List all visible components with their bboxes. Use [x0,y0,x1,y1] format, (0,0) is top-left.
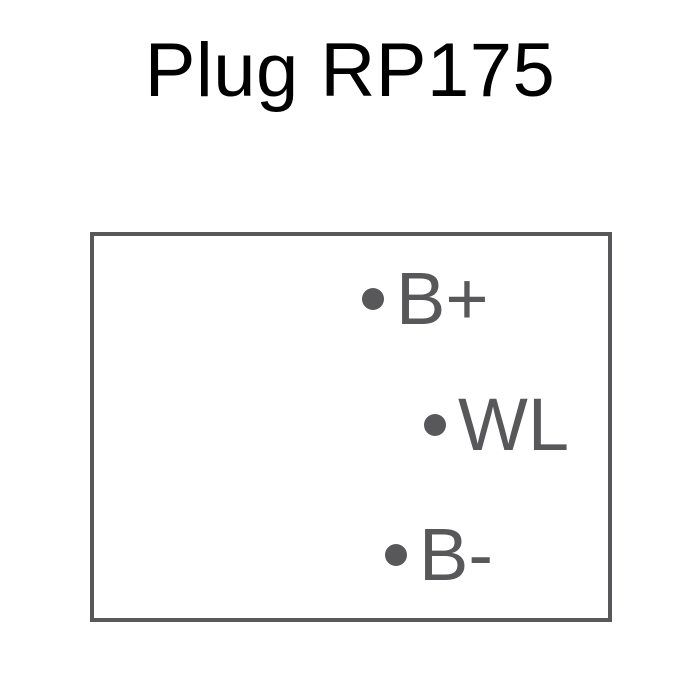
pin-label-wl: WL [458,383,569,466]
pin-dot-icon [424,414,446,436]
pin-dot-icon [385,544,407,566]
pin-label-b-minus: B- [419,513,493,596]
pin-label-b-plus: B+ [396,257,489,340]
diagram-title: Plug RP175 [144,28,556,113]
pin-dot-icon [362,288,384,310]
pin-wl: WL [424,383,569,466]
pin-b-plus: B+ [362,257,489,340]
pin-b-minus: B- [385,513,493,596]
plug-outline [90,232,612,622]
